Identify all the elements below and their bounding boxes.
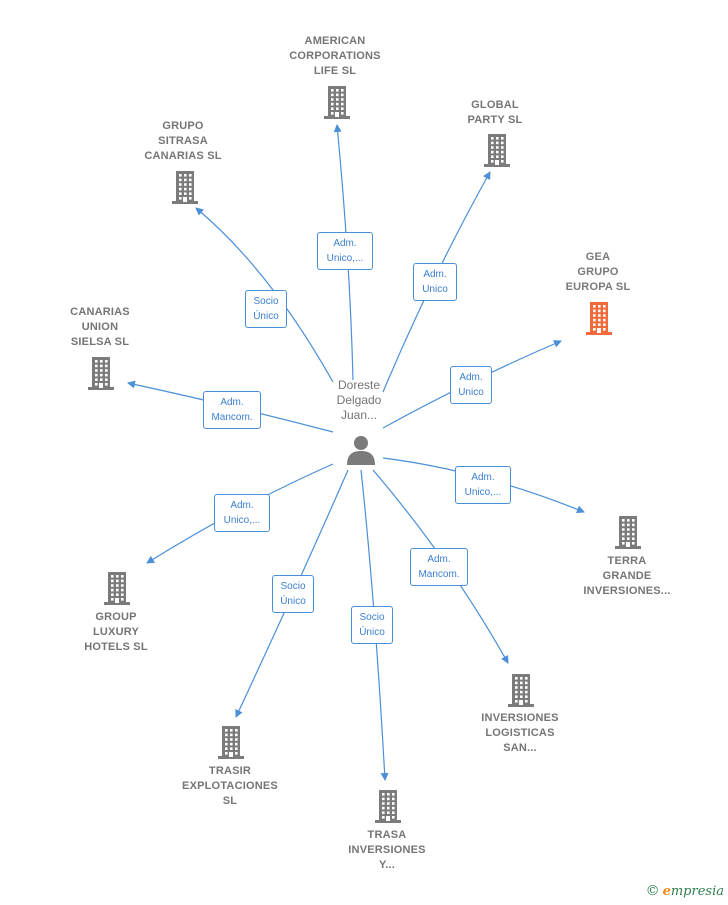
company-building-icon-logisticas[interactable]	[504, 672, 538, 708]
person-icon[interactable]	[345, 434, 377, 466]
relation-label-logisticas[interactable]: Adm. Mancom.	[410, 548, 468, 586]
relation-label-trasir[interactable]: Socio Único	[272, 575, 314, 613]
company-label-trasa[interactable]: TRASA INVERSIONES Y...	[348, 829, 426, 871]
company-label-logisticas[interactable]: INVERSIONES LOGISTICAS SAN...	[481, 712, 559, 754]
company-label-group[interactable]: GROUP LUXURY HOTELS SL	[84, 611, 148, 653]
relation-label-global[interactable]: Adm. Unico	[413, 263, 457, 301]
relation-label-sitrasa[interactable]: Socio Único	[245, 290, 287, 328]
company-label-trasir[interactable]: TRASIR EXPLOTACIONES SL	[182, 765, 278, 807]
relation-label-gea[interactable]: Adm. Unico	[450, 366, 492, 404]
company-building-icon-gea[interactable]	[582, 300, 616, 336]
company-building-icon-trasa[interactable]	[371, 788, 405, 824]
company-label-gea[interactable]: GEA GRUPO EUROPA SL	[565, 251, 631, 293]
relation-label-terra[interactable]: Adm. Unico,...	[455, 466, 511, 504]
company-building-icon-american[interactable]	[320, 84, 354, 120]
company-label-sitrasa[interactable]: GRUPO SITRASA CANARIAS SL	[144, 120, 222, 162]
relation-label-canarias[interactable]: Adm. Mancom.	[203, 391, 261, 429]
company-building-icon-group[interactable]	[100, 570, 134, 606]
brand-watermark: ©empresia	[646, 883, 724, 899]
company-label-terra[interactable]: TERRA GRANDE INVERSIONES...	[583, 555, 671, 597]
edge-sitrasa	[195, 207, 334, 383]
company-building-icon-sitrasa[interactable]	[168, 169, 202, 205]
person-name[interactable]: Doreste Delgado Juan...	[336, 378, 382, 422]
company-label-global[interactable]: GLOBAL PARTY SL	[467, 99, 523, 126]
company-building-icon-global[interactable]	[480, 132, 514, 168]
company-building-icon-trasir[interactable]	[214, 724, 248, 760]
relation-label-group[interactable]: Adm. Unico,...	[214, 494, 270, 532]
company-label-canarias[interactable]: CANARIAS UNION SIELSA SL	[70, 306, 130, 348]
brand-name-rest: mpresia	[670, 884, 724, 899]
company-building-icon-terra[interactable]	[611, 514, 645, 550]
copyright-symbol: ©	[645, 883, 660, 899]
company-label-american[interactable]: AMERICAN CORPORATIONS LIFE SL	[289, 35, 381, 77]
relation-label-american[interactable]: Adm. Unico,...	[317, 232, 373, 270]
brand-initial: e	[662, 884, 671, 899]
company-building-icon-canarias[interactable]	[84, 355, 118, 391]
relation-label-trasa[interactable]: Socio Único	[351, 606, 393, 644]
